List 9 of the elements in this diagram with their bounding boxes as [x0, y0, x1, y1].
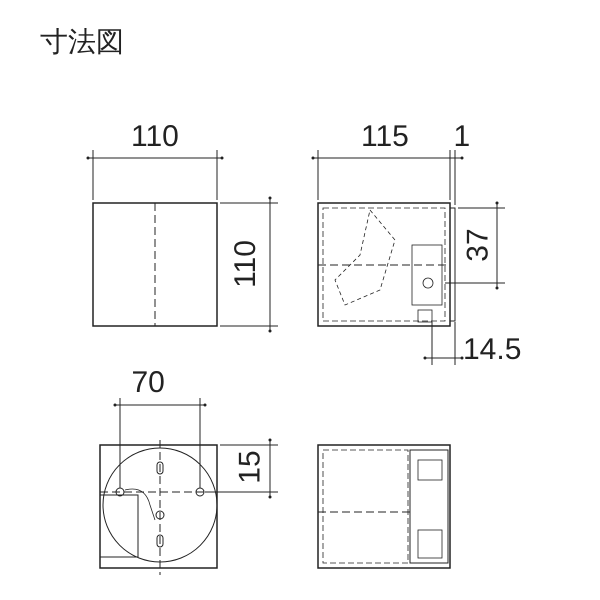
dimension-value: 37	[463, 228, 494, 262]
dimension-value: 14.5	[463, 335, 522, 365]
dimension-value: 110	[131, 122, 179, 152]
dimension-value: 1	[454, 122, 470, 152]
dimension-value: 110	[230, 240, 261, 288]
dimension-value: 70	[132, 368, 165, 398]
dimension-value: 15	[235, 450, 266, 484]
dimension-value: 115	[361, 122, 409, 152]
drawing-title: 寸法図	[40, 28, 124, 56]
